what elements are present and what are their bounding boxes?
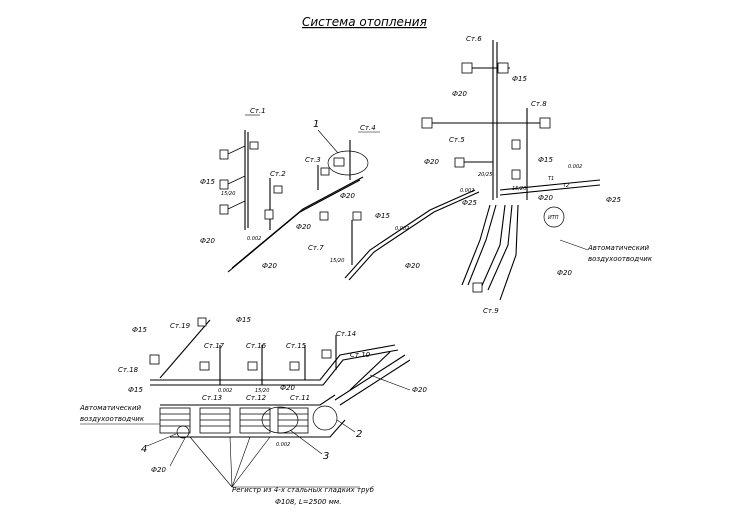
label-d20-c: Ф20 (340, 192, 355, 200)
label-d20-l: Ф20 (151, 466, 166, 474)
label-d20-h: Ф20 (538, 194, 553, 202)
label-d25-b: Ф25 (606, 196, 621, 204)
label-d15-a: Ф15 (200, 178, 215, 186)
label-st13: Ст.13 (202, 394, 222, 402)
label-1520-b: 15/20 (330, 258, 344, 264)
label-d15-b: Ф15 (375, 212, 390, 220)
label-st18: Ст.18 (118, 366, 139, 374)
air-vent-line2-bottom: воздухоотводчик (80, 415, 145, 423)
label-st11: Ст.11 (290, 394, 310, 402)
label-st5: Ст.5 (449, 136, 465, 144)
upper-right-branch: Ст.6 Ф15 Ф20 Ст.5 Ф20 0.002 20/25 Ф25 Ст… (421, 35, 653, 315)
register-group (159, 394, 346, 439)
label-st15: Ст.15 (286, 342, 307, 350)
label-d20-a: Ф20 (200, 237, 215, 245)
label-d20-f: Ф20 (452, 90, 467, 98)
label-slope-d: 0.002 (568, 164, 582, 170)
air-vent-line1-top: Автоматический (587, 244, 650, 252)
label-d15-f: Ф15 (128, 386, 143, 394)
label-d15-d: Ф15 (538, 156, 553, 164)
label-d20-j: Ф20 (280, 384, 295, 392)
middle-branch: Ст.7 Ф15 15/20 Ф20 0.002 (308, 189, 480, 281)
label-st3: Ст.3 (305, 156, 321, 164)
label-st1: Ст.1 (250, 107, 266, 115)
label-1520-a: 15/20 (221, 191, 235, 197)
label-itp: ИТП (548, 215, 559, 221)
label-st14: Ст.14 (336, 330, 356, 338)
diagram-title: Система отопления (302, 15, 427, 29)
label-d20-g: Ф20 (424, 158, 439, 166)
label-1520-d: 15/20 (255, 388, 269, 394)
label-st16: Ст.16 (246, 342, 267, 350)
register-caption-line1: Регистр из 4-х стальных гладких труб (232, 486, 375, 494)
label-st2: Ст.2 (270, 170, 286, 178)
label-slope-f: 0.002 (276, 442, 290, 448)
label-2025: 20/25 (478, 172, 492, 178)
register-caption-line2: Ф108, L=2500 мм. (275, 498, 341, 506)
callout-4: 4 (141, 444, 147, 455)
label-slope-a: 0.002 (247, 236, 261, 242)
label-st8: Ст.8 (531, 100, 547, 108)
label-slope-c: 0.002 (460, 188, 474, 194)
label-d15-c: Ф15 (512, 75, 527, 83)
upper-left-branch: Ст.1 Ст.2 Ст.3 Ст.4 Ф15 Ф20 Ф20 Ф20 Ф20 … (200, 107, 380, 273)
callout-3: 3 (323, 451, 329, 462)
callout-1: 1 (313, 119, 319, 130)
label-1520-c: 15/20 (512, 186, 526, 192)
label-d25-a: Ф25 (462, 199, 477, 207)
callout-2: 2 (356, 429, 362, 440)
label-st4: Ст.4 (360, 124, 376, 132)
label-t1: T1 (548, 176, 554, 182)
label-st7: Ст.7 (308, 244, 324, 252)
label-st12: Ст.12 (246, 394, 267, 402)
label-d20-i: Ф20 (557, 269, 572, 277)
label-t2: T2 (563, 183, 569, 189)
air-vent-line2-top: воздухоотводчик (588, 255, 653, 263)
label-slope-b: 0.002 (395, 226, 409, 232)
label-st17: Ст.17 (204, 342, 225, 350)
label-d15-g: Ф15 (236, 316, 251, 324)
lower-branch: Ф15 Ст.19 Ст.18 Ф15 Ст.17 Ф15 Ст.16 0.00… (79, 316, 427, 506)
label-st10: Ст.10 (350, 351, 371, 359)
label-d15-e: Ф15 (132, 326, 147, 334)
label-st6: Ст.6 (466, 35, 482, 43)
label-d20-k: Ф20 (412, 386, 427, 394)
label-slope-e: 0.002 (218, 388, 232, 394)
label-d20-d: Ф20 (262, 262, 277, 270)
label-st9: Ст.9 (483, 307, 499, 315)
label-d20-b: Ф20 (296, 223, 311, 231)
label-st19: Ст.19 (170, 322, 191, 330)
air-vent-line1-bottom: Автоматический (79, 404, 142, 412)
label-d20-e: Ф20 (405, 262, 420, 270)
